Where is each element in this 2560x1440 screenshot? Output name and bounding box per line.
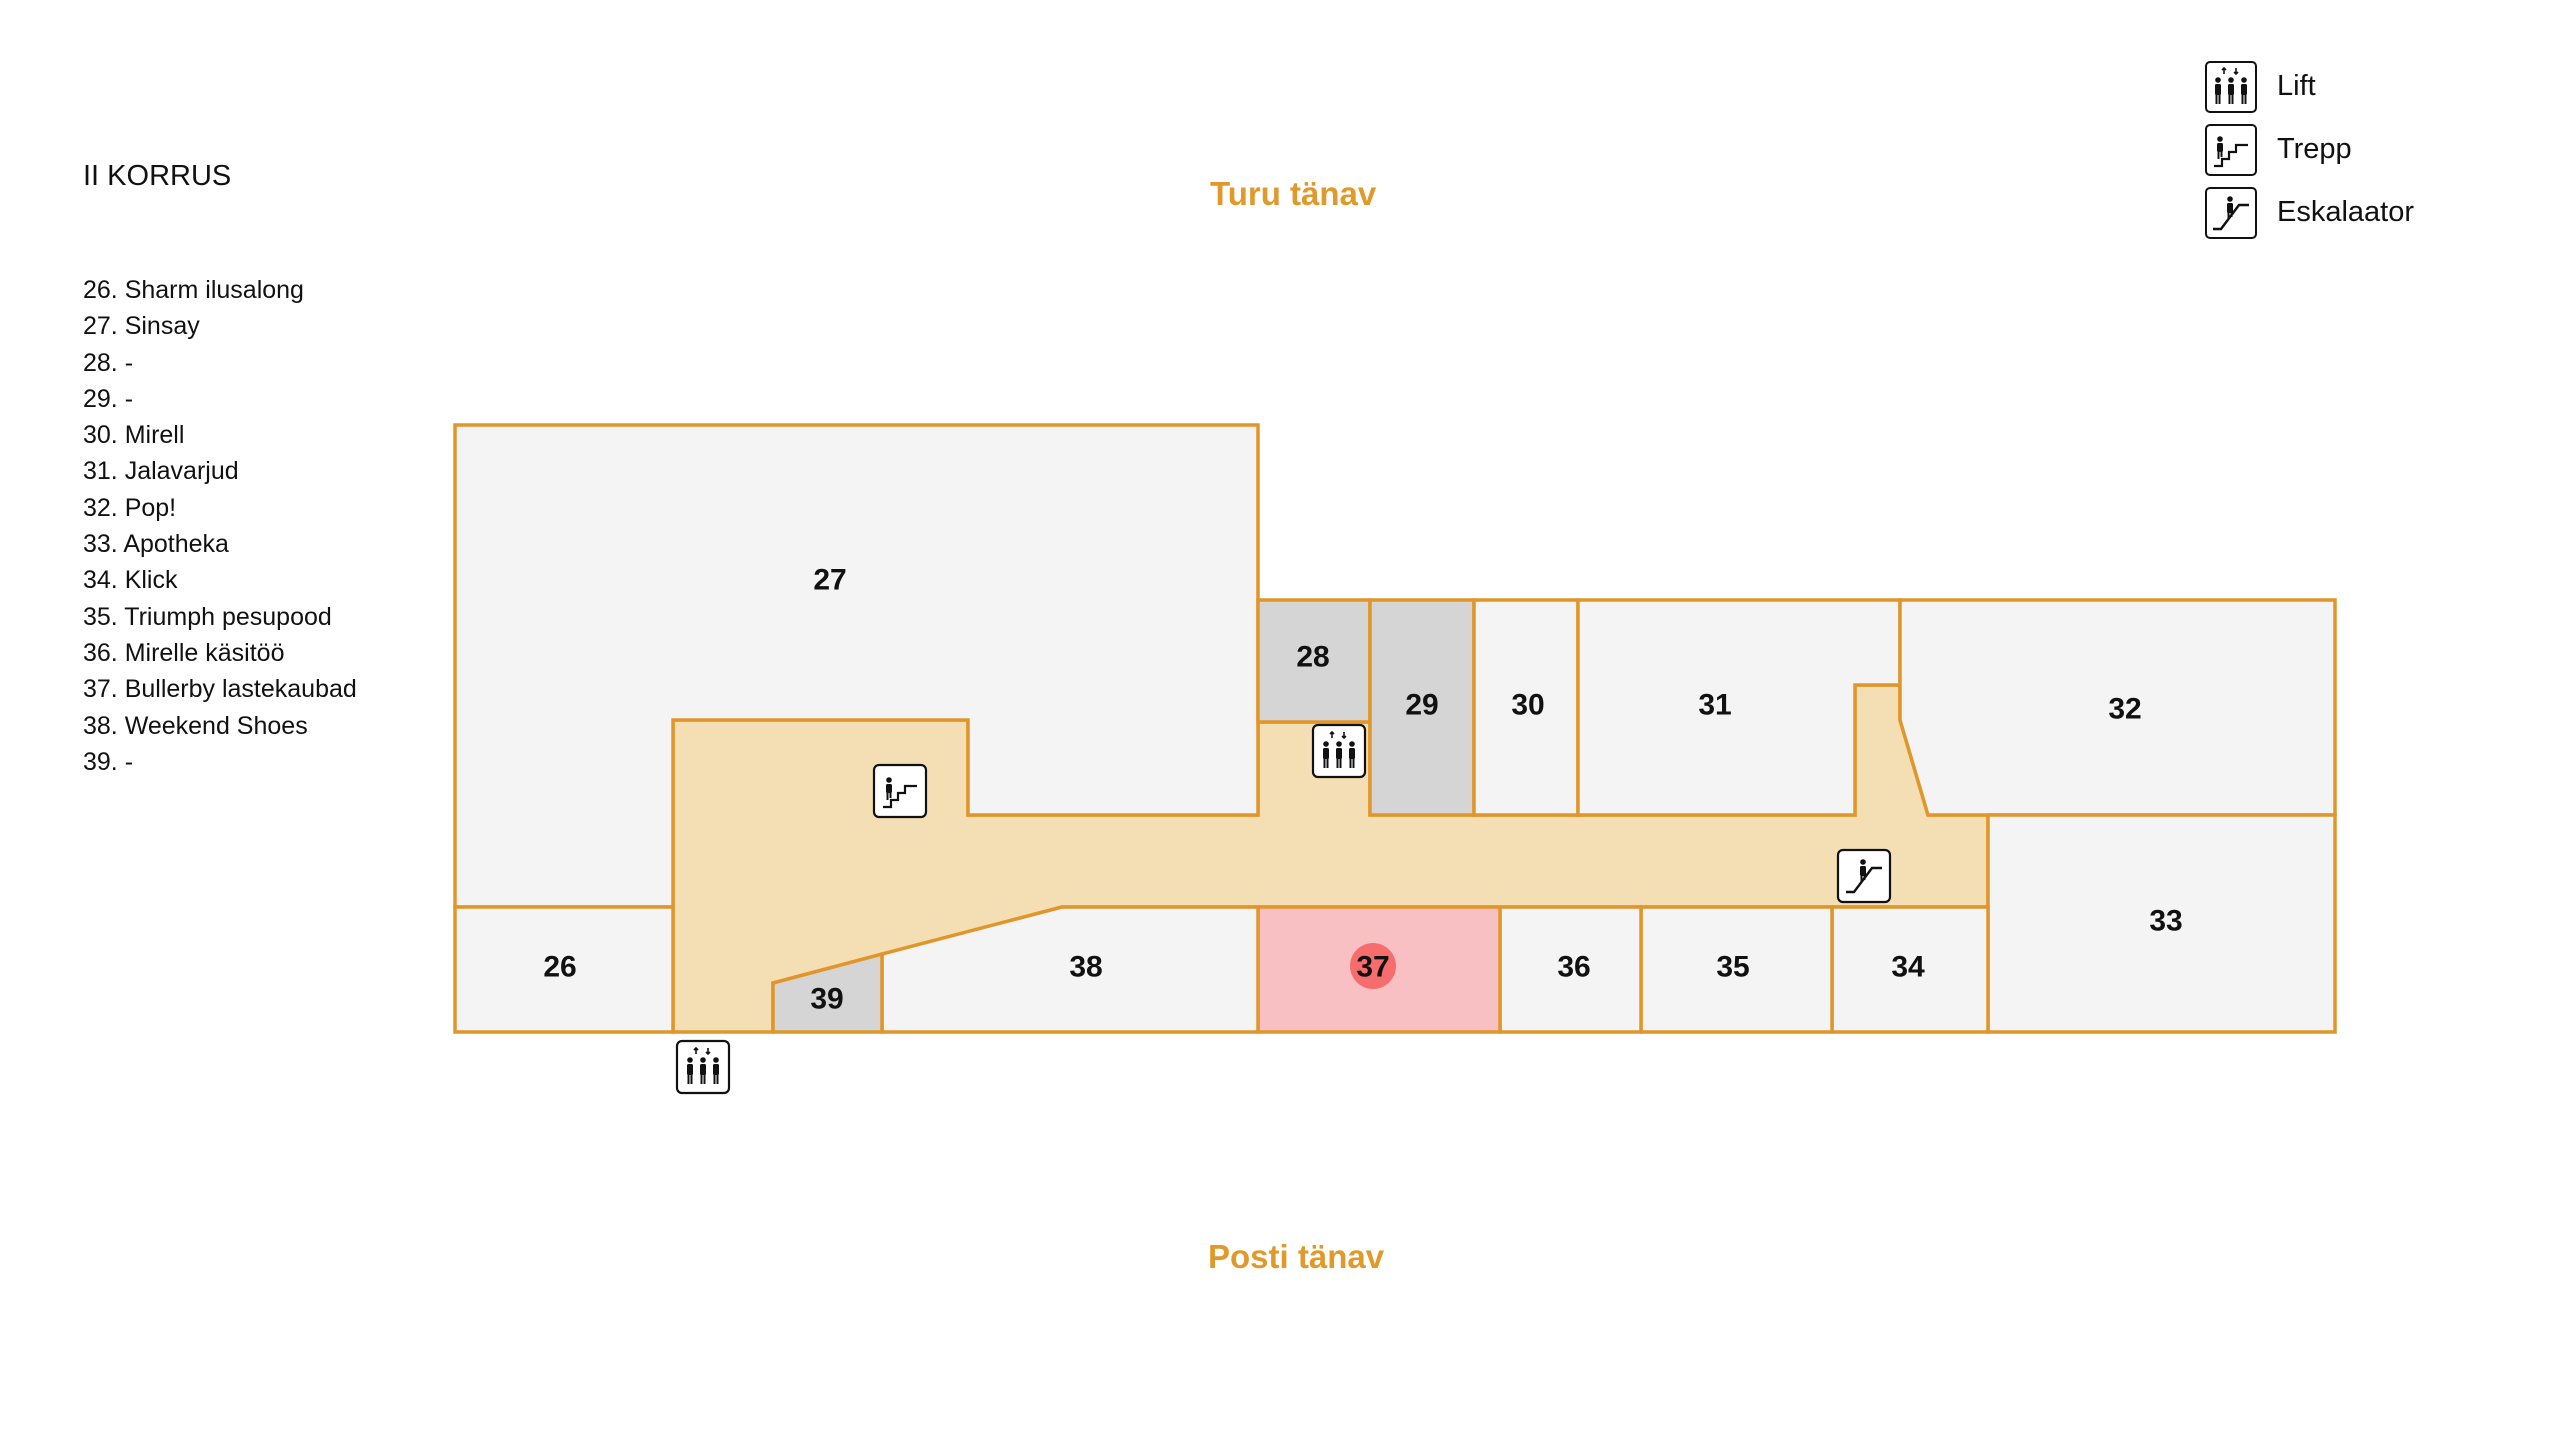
legend: Lift Trepp Eskalaator (2205, 55, 2414, 244)
escalator-icon (1836, 848, 1892, 904)
unit-30[interactable] (1472, 598, 1580, 817)
stairs-icon (2205, 123, 2257, 176)
floor-title: II KORRUS (83, 160, 232, 192)
unit-label-28: 28 (1296, 641, 1329, 674)
unit-label-27: 27 (813, 564, 846, 597)
street-label-bottom: Posti tänav (1208, 1238, 1385, 1275)
unit-label-32: 32 (2108, 693, 2141, 726)
unit-label-35: 35 (1716, 951, 1749, 984)
selected-unit-marker (1350, 943, 1396, 989)
unit-29[interactable] (1368, 598, 1476, 817)
store-list-item[interactable]: 26. Sharm ilusalong (83, 276, 304, 304)
unit-label-31: 31 (1698, 689, 1731, 722)
unit-31[interactable] (1576, 598, 1902, 817)
unit-39[interactable] (771, 951, 884, 1034)
unit-label-26: 26 (543, 951, 576, 984)
store-list-item[interactable]: 33. Apotheka (83, 530, 229, 559)
unit-38[interactable] (880, 905, 1260, 1034)
legend-label-escalator: Eskalaator (2277, 196, 2415, 228)
unit-label-37: 37 (1356, 951, 1389, 984)
legend-item-escalator: Eskalaator (2205, 181, 2414, 244)
unit-28[interactable] (1256, 598, 1372, 724)
store-list-item-selected[interactable]: 37. Bullerby lastekaubad (77, 670, 357, 709)
unit-26[interactable] (453, 905, 675, 1034)
unit-33[interactable] (1986, 813, 2337, 1034)
lift-icon (675, 1039, 731, 1095)
lift-icon (1311, 723, 1367, 779)
unit-label-30: 30 (1511, 689, 1544, 722)
unit-label-36: 36 (1557, 951, 1590, 984)
street-label-top: Turu tänav (1210, 175, 1377, 212)
store-list-item[interactable]: 32. Pop! (83, 493, 177, 522)
legend-label-lift: Lift (2277, 70, 2316, 102)
store-list-item[interactable]: 38. Weekend Shoes (83, 711, 308, 740)
store-list-item[interactable]: 30. Mirell (83, 421, 185, 450)
legend-item-stairs: Trepp (2205, 118, 2414, 181)
stairs-icon (872, 763, 928, 819)
unit-34[interactable] (1830, 905, 1990, 1034)
unit-label-34: 34 (1891, 951, 1925, 984)
escalator-icon (2205, 186, 2257, 239)
legend-label-stairs: Trepp (2277, 133, 2352, 165)
unit-35[interactable] (1639, 905, 1834, 1034)
store-list-item[interactable]: 36. Mirelle käsitöö (83, 638, 285, 667)
unit-label-29: 29 (1405, 689, 1438, 722)
lift-icon (2205, 60, 2257, 113)
unit-label-39: 39 (810, 983, 843, 1016)
unit-label-38: 38 (1069, 951, 1102, 984)
store-list-item[interactable]: 34. Klick (83, 566, 178, 595)
store-list-item[interactable]: 28. - (83, 348, 134, 377)
unit-label-33: 33 (2149, 905, 2182, 938)
legend-item-lift: Lift (2205, 55, 2414, 118)
unit-36[interactable] (1498, 905, 1643, 1034)
store-list-item[interactable]: 31. Jalavarjud (83, 457, 239, 486)
store-list-item[interactable]: 27. Sinsay (83, 312, 200, 341)
store-list-item[interactable]: 39. - (83, 747, 134, 776)
store-directory: 26. Sharm ilusalong 27. Sinsay 28. - 29.… (77, 272, 357, 780)
store-list-item[interactable]: 35. Triumph pesupood (83, 602, 332, 631)
store-list-item[interactable]: 29. - (83, 384, 134, 413)
